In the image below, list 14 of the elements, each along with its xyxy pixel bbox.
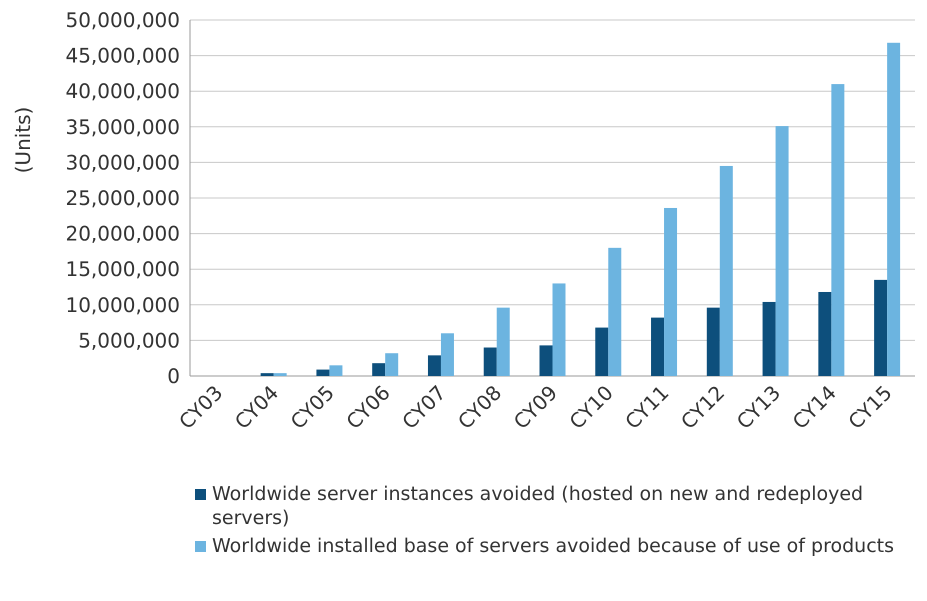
axis-tick-label: 20,000,000 bbox=[65, 222, 180, 246]
axis-tick-label: 40,000,000 bbox=[65, 79, 180, 104]
axis-tick-label: 30,000,000 bbox=[65, 150, 180, 174]
axis-title: (Units) bbox=[11, 106, 35, 174]
axis-tick-label: 25,000,000 bbox=[65, 186, 180, 210]
axis-tick-label: 10,000,000 bbox=[65, 292, 180, 317]
axis-tick-label: 0 bbox=[167, 364, 180, 388]
legend-label: Worldwide installed base of servers avoided because of use of products bbox=[212, 534, 894, 558]
axis-tick-label: 45,000,000 bbox=[65, 44, 180, 68]
axis-tick-label: 5,000,000 bbox=[78, 328, 180, 352]
legend-label: Worldwide server instances avoided (hosted on new and redeployed servers) bbox=[212, 482, 864, 530]
axis-tick-label: 35,000,000 bbox=[65, 114, 180, 139]
axis-tick-label: 50,000,000 bbox=[65, 8, 180, 32]
axis-tick-label: 15,000,000 bbox=[65, 257, 180, 282]
